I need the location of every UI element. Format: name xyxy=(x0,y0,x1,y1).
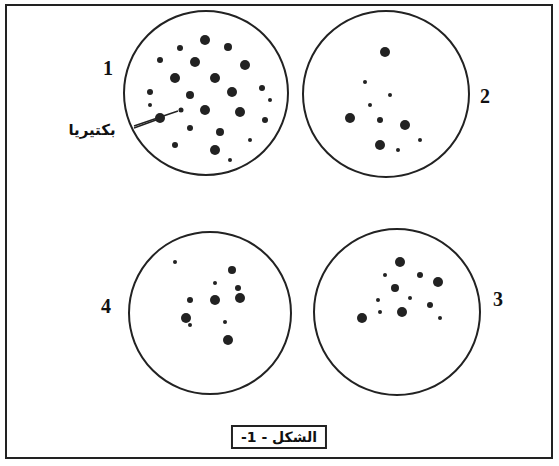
figure-caption: الشكل - 1- xyxy=(231,425,327,449)
leader-lines xyxy=(134,111,178,128)
dish-number: 1 xyxy=(103,57,113,80)
bacteria-label: بكتيريا xyxy=(68,121,115,139)
petri-dish xyxy=(129,232,291,394)
dish-number: 4 xyxy=(101,295,111,318)
petri-dish xyxy=(124,11,288,175)
dish-number: 2 xyxy=(480,85,490,108)
bacteria-colonies xyxy=(147,35,443,345)
dish-number: 3 xyxy=(493,288,503,311)
figure-frame xyxy=(6,5,552,458)
petri-dish xyxy=(303,11,469,177)
petri-dish xyxy=(314,229,480,395)
